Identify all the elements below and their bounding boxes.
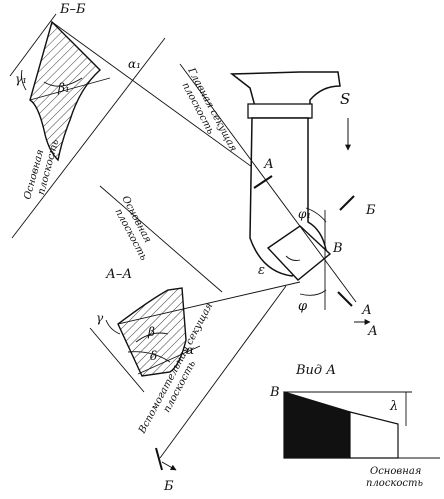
section-aa-title: А–А <box>105 267 132 282</box>
section-aa-basic-plane-line <box>99 185 223 293</box>
section-aa-ref-line-3 <box>137 345 201 375</box>
section-bb: Б–Б α₁ β₁ γ₁ Основная плоскость <box>9 2 271 239</box>
angle-alpha-label: α <box>186 343 194 357</box>
section-a-label-right-1: А <box>361 303 372 318</box>
section-bb-hatched-body <box>29 20 102 162</box>
section-a-label-right-2: А <box>367 324 378 339</box>
view-a-title: Вид А <box>295 363 336 378</box>
section-bb-ref-line-2 <box>51 21 271 181</box>
angle-beta-label: β <box>147 325 155 339</box>
section-bb-ref-line-1 <box>9 13 57 77</box>
section-b-label-upper: Б <box>365 203 376 218</box>
view-a-basic-plane-line2: плоскость <box>366 478 423 489</box>
section-aa: А–А γ β δ α Основная плоскость <box>89 185 301 393</box>
angle-gamma-label: γ <box>96 311 104 325</box>
section-a-mark-right <box>337 291 353 307</box>
section-b-label-lower: Б <box>163 479 174 494</box>
feed-direction: S <box>340 90 351 151</box>
section-bb-gamma1-arc <box>21 69 27 91</box>
view-a-basic-plane-line1: Основная <box>370 466 421 477</box>
section-bb-basic-plane-line <box>11 37 166 239</box>
aux-secant-plane-line <box>159 285 287 459</box>
view-a-blade-light <box>349 411 399 459</box>
section-aa-delta-arc <box>127 351 171 363</box>
section-b-mark-lower <box>155 447 163 471</box>
main-secant-plane-line <box>179 63 357 303</box>
section-aa-gamma-arc <box>105 319 121 335</box>
angle-beta1-label: β₁ <box>57 81 70 95</box>
section-aa-ref-line-2 <box>117 281 301 325</box>
view-a-blade-dark <box>283 391 351 459</box>
cutter-tip <box>266 225 332 281</box>
section-a-mark-upper <box>253 175 273 189</box>
angle-phi1-label: φ₁ <box>298 207 311 221</box>
section-b-arrow-lower <box>161 461 177 471</box>
angle-epsilon-label: ε <box>258 263 265 278</box>
angle-alpha1-label: α₁ <box>128 57 141 71</box>
view-a: Вид А В λ Основная плоскость <box>269 363 440 489</box>
view-a-markers: А А <box>337 291 378 339</box>
view-a-point-b: В <box>269 385 280 400</box>
section-aa-ref-line-1 <box>89 327 145 393</box>
angle-phi-label: φ <box>298 299 308 314</box>
phi-arc <box>299 289 327 296</box>
section-a-label-upper: А <box>263 157 274 172</box>
cutter: ε В φ₁ φ <box>229 71 343 314</box>
epsilon-arc <box>285 255 301 261</box>
angle-gamma1-label: γ₁ <box>15 72 27 86</box>
phi1-arc <box>305 207 327 223</box>
feed-s-label: S <box>340 90 350 108</box>
point-b-label: В <box>332 241 343 256</box>
section-b-mark-upper <box>339 195 355 211</box>
section-aa-beta-arc <box>135 332 169 343</box>
angle-delta-label: δ <box>150 349 157 363</box>
section-bb-ref-line-3 <box>29 77 111 101</box>
cutter-shank-band <box>247 103 313 119</box>
section-aa-hatched-body <box>117 287 187 377</box>
section-bb-beta1-arc <box>43 77 83 87</box>
section-bb-title: Б–Б <box>59 2 86 17</box>
angle-lambda-label: λ <box>389 399 398 414</box>
